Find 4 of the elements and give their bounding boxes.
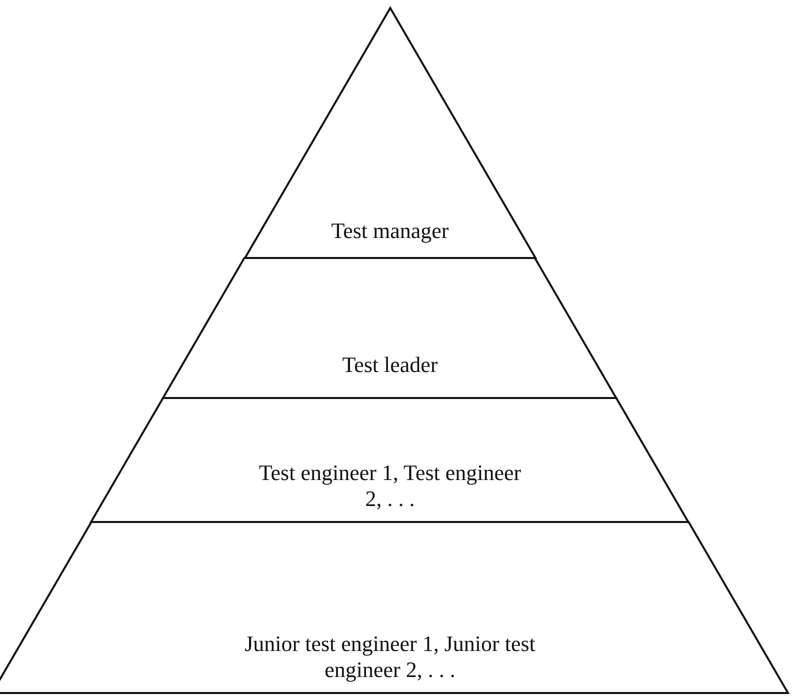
- role-label: Test manager: [331, 218, 449, 244]
- role-label: Test engineer 1, Test engineer 2, . . .: [258, 460, 522, 512]
- role-label: Test leader: [342, 352, 438, 378]
- role-label: Junior test engineer 1, Junior test engineer 2, . . .: [244, 631, 536, 683]
